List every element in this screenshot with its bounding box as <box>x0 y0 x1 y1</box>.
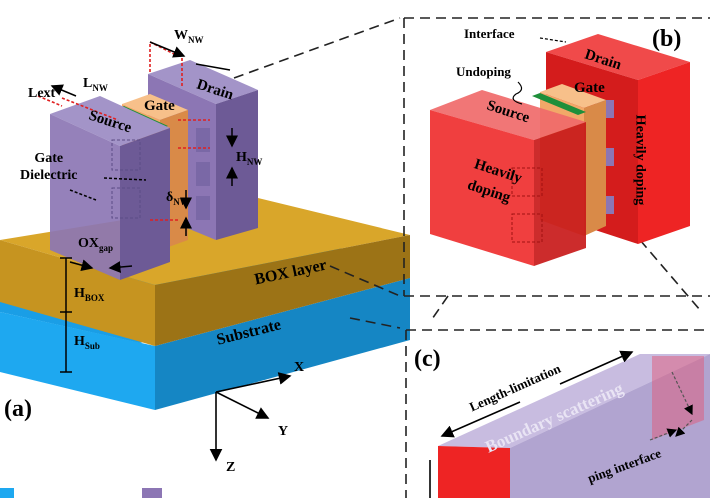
panel-a-label: (a) <box>4 396 32 422</box>
hbox-label: HBOX <box>74 286 105 303</box>
dimension-arrows-black <box>50 41 238 373</box>
scatter-arrows-c <box>649 371 693 441</box>
undoping-label: Undoping <box>456 64 511 79</box>
axis-x-label: X <box>294 360 305 375</box>
nanowire-segment-c <box>438 354 710 498</box>
gate-label-b: Gate <box>574 80 605 96</box>
hsub-label: HSub <box>74 334 100 351</box>
panel-b-label: (b) <box>652 26 682 52</box>
callout-lines-b <box>512 37 567 105</box>
lnw-label: LNW <box>83 76 108 93</box>
gate-label-a: Gate <box>144 98 175 114</box>
legend-swatch-blue <box>0 488 14 498</box>
hnw-label: HNW <box>236 150 263 167</box>
legend-swatch-purple <box>142 488 162 498</box>
source-block-b <box>430 90 586 266</box>
source-pillar-a <box>50 96 170 280</box>
heavily-doping-label-side: Heavily doping <box>632 114 648 206</box>
axis-y-label: Y <box>278 424 289 439</box>
lext-label: Lext <box>28 86 56 101</box>
wnw-label: WNW <box>174 28 204 45</box>
coordinate-axes <box>209 372 292 462</box>
zoom-lines <box>233 17 710 498</box>
nanowires <box>196 128 210 220</box>
green-interface-strip <box>532 93 586 115</box>
axis-z-label: Z <box>226 460 236 475</box>
delta-nw-label: δNW <box>166 190 189 207</box>
length-arrow-c <box>429 350 634 498</box>
panel-c-label: (c) <box>414 346 441 372</box>
ox-gap-label: OXgap <box>78 236 114 253</box>
interface-label: Interface <box>464 26 515 41</box>
